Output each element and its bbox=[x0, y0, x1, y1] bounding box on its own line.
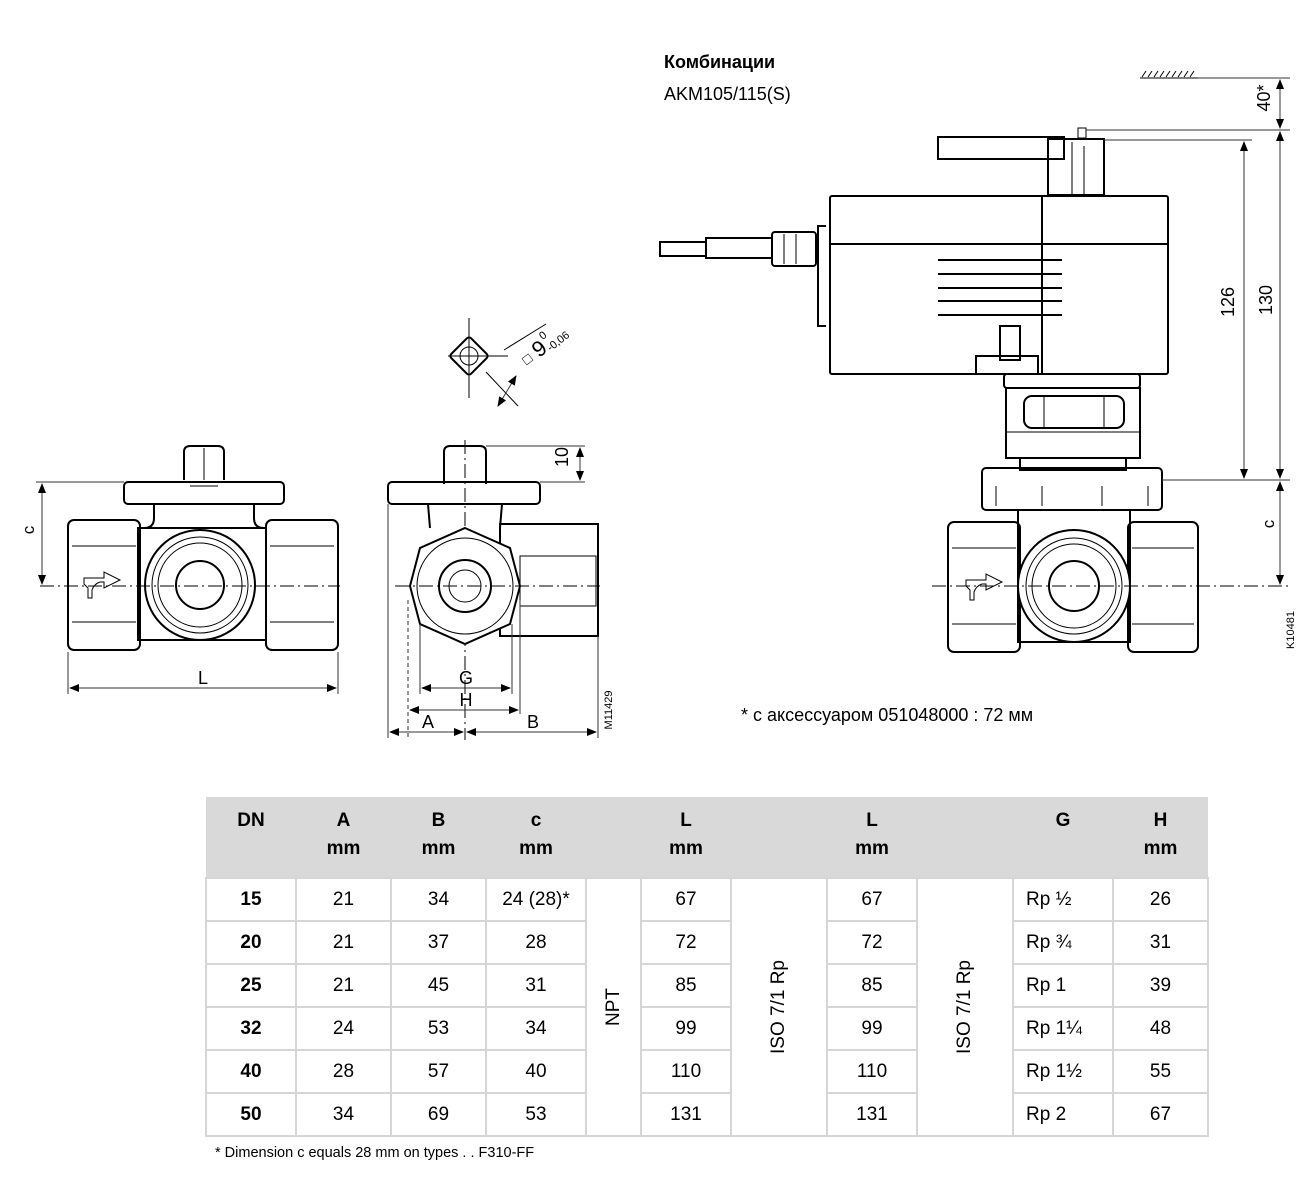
col-header-dn: DN bbox=[206, 797, 296, 878]
col-header-npt-group bbox=[586, 797, 641, 878]
cell-l-npt: 72 bbox=[640, 920, 732, 965]
table-row: 25 21 45 31 85 85 Rp 1 39 bbox=[205, 963, 1209, 1008]
cell-h: 26 bbox=[1112, 877, 1209, 922]
cell-l-iso: 131 bbox=[826, 1092, 918, 1137]
table-row: 32 24 53 34 99 99 Rp 1¼ 48 bbox=[205, 1006, 1209, 1051]
group-label-iso-1: ISO 7/1 Rp bbox=[730, 877, 828, 1137]
dim-40: 40* bbox=[1254, 84, 1274, 111]
label-B: B bbox=[527, 712, 539, 732]
label-c-front: c bbox=[19, 525, 38, 534]
label-G: G bbox=[459, 668, 473, 688]
cell-l-iso: 110 bbox=[826, 1049, 918, 1094]
cell-h: 48 bbox=[1112, 1006, 1209, 1051]
cell-l-iso: 99 bbox=[826, 1006, 918, 1051]
col-header-iso-group-2 bbox=[917, 797, 1013, 878]
cell-a: 21 bbox=[295, 920, 392, 965]
cell-h: 55 bbox=[1112, 1049, 1209, 1094]
cell-b: 57 bbox=[390, 1049, 487, 1094]
actuator-combination-view: 40* 130 126 c K10481 bbox=[659, 70, 1297, 653]
cell-h: 67 bbox=[1112, 1092, 1209, 1137]
cell-dn: 40 bbox=[205, 1049, 297, 1094]
technical-drawings: c L □ 9 0 -0,06 bbox=[19, 70, 1297, 740]
cell-c: 53 bbox=[485, 1092, 587, 1137]
cell-dn: 50 bbox=[205, 1092, 297, 1137]
cell-a: 24 bbox=[295, 1006, 392, 1051]
cell-g: Rp 1½ bbox=[1012, 1049, 1114, 1094]
cell-l-iso: 67 bbox=[826, 877, 918, 922]
stem-lower-tolerance: -0,06 bbox=[545, 329, 572, 354]
cell-l-iso: 72 bbox=[826, 920, 918, 965]
flow-arrow-icon bbox=[965, 573, 1004, 601]
actuator-model: AKM105/115(S) bbox=[664, 84, 791, 104]
table-row: 20 21 37 28 72 72 Rp ¾ 31 bbox=[205, 920, 1209, 965]
cell-dn: 15 bbox=[205, 877, 297, 922]
group-label-npt: NPT bbox=[585, 877, 642, 1137]
label-A: A bbox=[422, 712, 434, 732]
stem-square-detail: □ 9 0 -0,06 bbox=[448, 318, 572, 407]
cell-g: Rp 2 bbox=[1012, 1092, 1114, 1137]
cell-b: 34 bbox=[390, 877, 487, 922]
cell-b: 69 bbox=[390, 1092, 487, 1137]
cell-l-npt: 131 bbox=[640, 1092, 732, 1137]
valve-front-view: c L bbox=[19, 445, 340, 694]
cell-a: 34 bbox=[295, 1092, 392, 1137]
dim-126: 126 bbox=[1218, 287, 1238, 317]
cell-c: 24 (28)* bbox=[485, 877, 587, 922]
cell-dn: 20 bbox=[205, 920, 297, 965]
cell-h: 39 bbox=[1112, 963, 1209, 1008]
valve-side-view: 10 G H A B M11429 bbox=[387, 440, 615, 740]
dim-130: 130 bbox=[1256, 285, 1276, 315]
cell-b: 45 bbox=[390, 963, 487, 1008]
table-row: 40 28 57 40 110 110 Rp 1½ 55 bbox=[205, 1049, 1209, 1094]
cell-c: 40 bbox=[485, 1049, 587, 1094]
cell-dn: 25 bbox=[205, 963, 297, 1008]
cell-l-npt: 110 bbox=[640, 1049, 732, 1094]
cell-g: Rp ¾ bbox=[1012, 920, 1114, 965]
cell-h: 31 bbox=[1112, 920, 1209, 965]
cell-g: Rp 1 bbox=[1012, 963, 1114, 1008]
cell-g: Rp ½ bbox=[1012, 877, 1114, 922]
col-header-iso-group-1 bbox=[731, 797, 827, 878]
accessory-note: * с аксессуаром 051048000 : 72 мм bbox=[741, 705, 1034, 725]
cell-a: 28 bbox=[295, 1049, 392, 1094]
cell-c: 34 bbox=[485, 1006, 587, 1051]
table-row: 50 34 69 53 131 131 Rp 2 67 bbox=[205, 1092, 1209, 1137]
cell-a: 21 bbox=[295, 877, 392, 922]
cell-l-npt: 67 bbox=[640, 877, 732, 922]
cell-a: 21 bbox=[295, 963, 392, 1008]
cell-l-npt: 85 bbox=[640, 963, 732, 1008]
col-header-g: G bbox=[1013, 797, 1113, 878]
cell-b: 53 bbox=[390, 1006, 487, 1051]
drawing-code-k10481: K10481 bbox=[1285, 611, 1297, 649]
combinations-title: Комбинации bbox=[664, 52, 776, 72]
table-row: 15 21 34 24 (28)* NPT 67 ISO 7/1 Rp 67 I… bbox=[205, 877, 1209, 1137]
dim-10: 10 bbox=[552, 447, 572, 467]
drawing-code-m11429: M11429 bbox=[603, 691, 615, 730]
table-footnote: * Dimension c equals 28 mm on types . . … bbox=[215, 1145, 535, 1161]
flow-arrow-icon bbox=[83, 571, 122, 599]
label-L: L bbox=[198, 668, 208, 688]
cell-b: 37 bbox=[390, 920, 487, 965]
cell-c: 28 bbox=[485, 920, 587, 965]
cell-l-npt: 99 bbox=[640, 1006, 732, 1051]
cell-l-iso: 85 bbox=[826, 963, 918, 1008]
cell-c: 31 bbox=[485, 963, 587, 1008]
label-H: H bbox=[460, 690, 473, 710]
group-label-iso-2: ISO 7/1 Rp bbox=[916, 877, 1014, 1137]
cell-dn: 32 bbox=[205, 1006, 297, 1051]
label-c-actuator: c bbox=[1259, 519, 1278, 528]
cell-g: Rp 1¼ bbox=[1012, 1006, 1114, 1051]
